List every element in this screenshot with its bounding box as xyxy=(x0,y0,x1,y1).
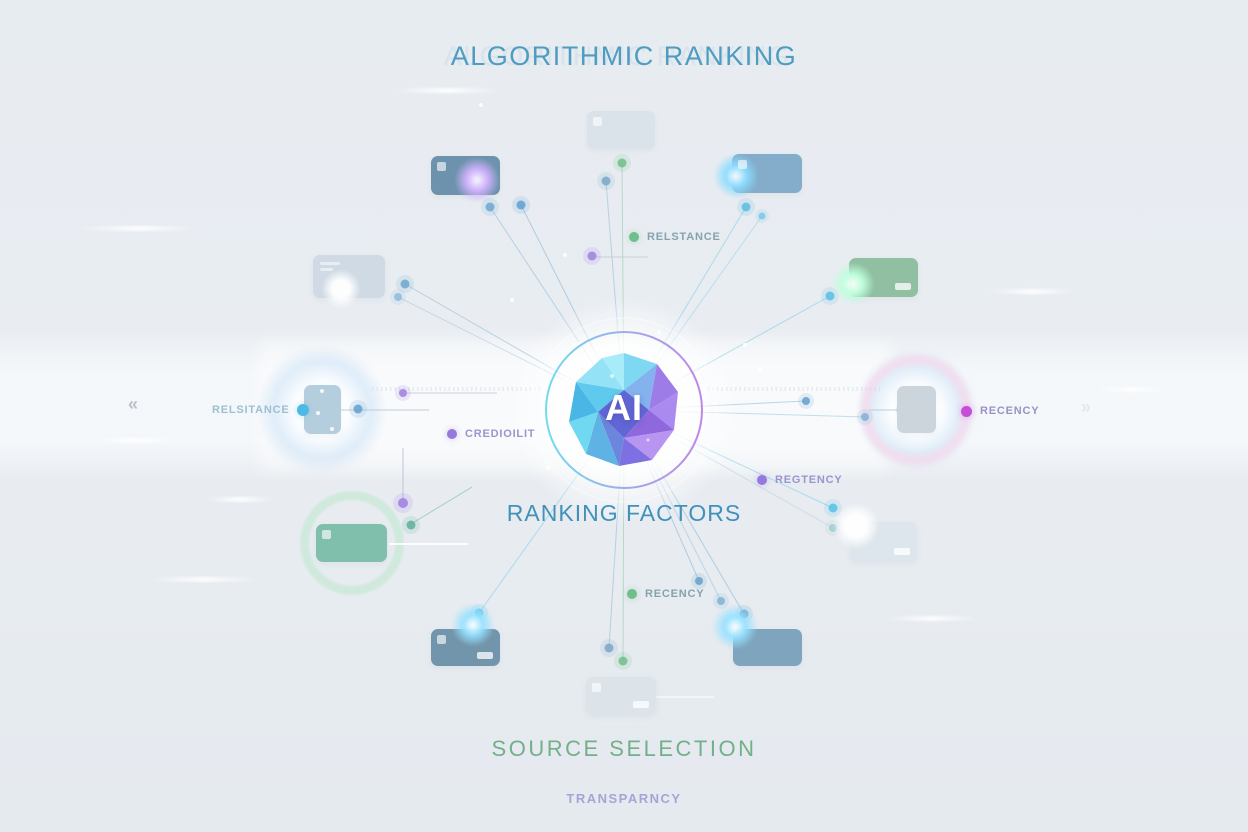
card xyxy=(713,153,802,199)
prev-chevron[interactable]: « xyxy=(128,394,139,414)
node-dot xyxy=(485,202,495,212)
light-streak xyxy=(884,616,980,621)
ai-label: AI xyxy=(605,387,643,428)
card-thumbnail-icon xyxy=(322,530,331,539)
light-streak xyxy=(78,226,198,231)
factor-dot xyxy=(447,429,457,439)
card-thumbnail-icon xyxy=(437,635,446,644)
card xyxy=(832,502,917,562)
factor-label-relevance-top: RELSTANCE xyxy=(629,230,721,244)
card xyxy=(712,604,802,666)
node-dot xyxy=(394,293,402,301)
factor-dot xyxy=(757,475,767,485)
sparkle-dot xyxy=(563,253,567,257)
factor-label-text: RELSITANCE xyxy=(212,404,290,416)
node-dot xyxy=(695,577,703,585)
node-dot xyxy=(406,520,416,530)
node-dot xyxy=(601,176,611,186)
connector-line xyxy=(410,486,473,525)
card-text-bar xyxy=(320,262,340,265)
card xyxy=(313,255,385,309)
card-spot xyxy=(320,389,324,393)
factor-dot xyxy=(629,232,639,242)
factor-label-text: RECENCY xyxy=(645,588,705,600)
light-streak xyxy=(96,438,176,443)
card-spot xyxy=(330,427,334,431)
next-chevron[interactable]: » xyxy=(1081,397,1092,417)
node-dot xyxy=(587,251,597,261)
node-dot xyxy=(474,608,484,618)
card-chip xyxy=(477,652,493,659)
sparkle-dot xyxy=(510,298,514,302)
node-dot xyxy=(353,404,363,414)
card-chip xyxy=(633,701,649,708)
factor-dot xyxy=(297,404,310,416)
ranking-factors-caption: RANKING FACTORS xyxy=(506,500,742,526)
factor-label-relevance-left: RELSITANCE xyxy=(212,403,310,417)
factor-label-text: RELSTANCE xyxy=(647,231,721,243)
light-streak xyxy=(392,88,502,93)
factor-label-credibility: CREDIOILIT xyxy=(447,427,535,441)
card xyxy=(587,111,655,149)
transparency-subheading: TRANSPARNCY xyxy=(566,791,682,806)
factor-label-text: REGTENCY xyxy=(775,474,843,486)
card xyxy=(431,603,500,666)
card-chip xyxy=(895,283,911,290)
node-dot xyxy=(400,279,410,289)
source-selection-heading: SOURCE SELECTION xyxy=(491,736,757,761)
light-streak xyxy=(205,497,275,502)
node-dot xyxy=(604,643,614,653)
card xyxy=(897,386,936,433)
node-dot xyxy=(516,200,526,210)
factor-dot xyxy=(627,589,637,599)
sparkle-dot xyxy=(758,368,762,372)
node-dot xyxy=(618,656,628,666)
sparkle-dot xyxy=(479,103,483,107)
light-streak xyxy=(148,577,260,582)
card-thumbnail-icon xyxy=(738,160,747,169)
card xyxy=(304,385,341,434)
factor-dot xyxy=(961,405,972,417)
node-dot xyxy=(617,158,627,168)
light-streak xyxy=(1096,387,1166,392)
card xyxy=(431,156,500,203)
node-dot xyxy=(398,498,408,508)
card-chip xyxy=(894,548,910,555)
card-text-bar xyxy=(320,268,333,271)
node-dot xyxy=(825,291,835,301)
node-dot xyxy=(758,212,766,220)
card xyxy=(586,677,656,715)
card-thumbnail-icon xyxy=(593,117,602,126)
node-dot xyxy=(802,397,810,405)
factor-label-recency-bottom: RECENCY xyxy=(627,587,704,601)
factor-label-recency-mid: REGTENCY xyxy=(757,473,843,487)
factor-label-text: CREDIOILIT xyxy=(465,428,536,440)
card-spot xyxy=(316,411,320,415)
factor-label-text: RECENCY xyxy=(980,405,1040,417)
node-dot xyxy=(717,597,725,605)
light-streak xyxy=(986,289,1078,294)
factor-label-recency-right: RECENCY xyxy=(961,404,1039,418)
page-title: ALGORITHMIC RANKING xyxy=(450,41,798,71)
card xyxy=(831,258,918,306)
sparkle-dot xyxy=(743,343,747,347)
ai-gem-icon xyxy=(531,317,717,503)
node-dot xyxy=(739,609,749,619)
card xyxy=(316,524,387,562)
node-dot xyxy=(399,389,407,397)
card-thumbnail-icon xyxy=(592,683,601,692)
node-dot xyxy=(861,413,869,421)
card-thumbnail-icon xyxy=(437,162,446,171)
node-dot xyxy=(741,202,751,212)
